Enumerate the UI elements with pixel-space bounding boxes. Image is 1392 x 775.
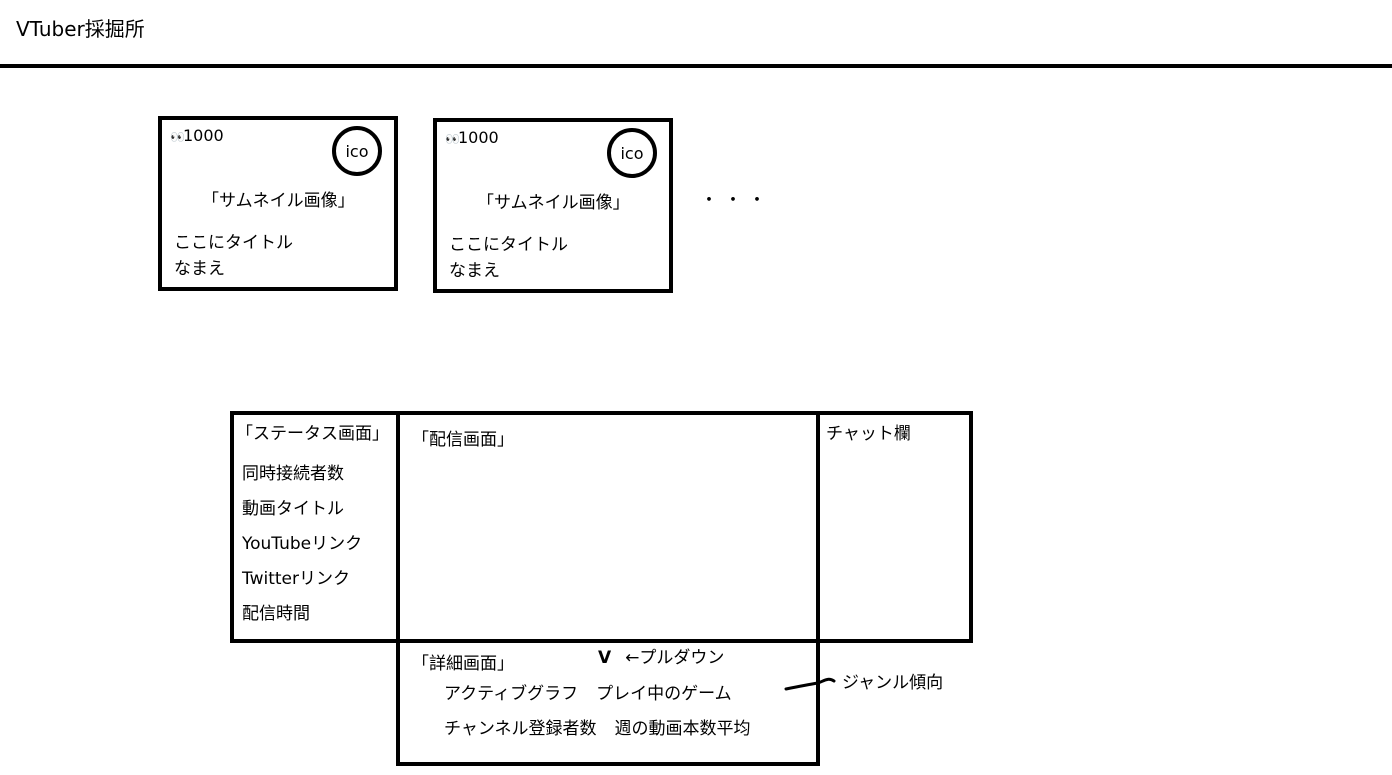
thumbnail-placeholder[interactable]: 「サムネイル画像」 [202, 191, 355, 211]
more-streams-indicator: ・・・ [700, 190, 772, 211]
thumbnail-placeholder[interactable]: 「サムネイル画像」 [477, 193, 630, 213]
detail-panel: 「詳細画面」 アクティブグラフプレイ中のゲーム チャンネル登録者数週の動画本数平… [396, 639, 820, 766]
app-title: VTuber採掘所 [16, 17, 145, 41]
status-item-youtube-link[interactable]: YouTubeリンク [242, 534, 363, 554]
status-item-stream-time: 配信時間 [242, 604, 310, 624]
viewer-count-value: 1000 [457, 128, 499, 147]
avatar-label: ico [345, 141, 369, 161]
annotation-connector [784, 677, 836, 691]
weekly-video-average-label[interactable]: 週の動画本数平均 [614, 719, 751, 739]
channel-avatar-icon[interactable]: ico [607, 128, 657, 178]
eyes-icon: 👀 [445, 132, 460, 146]
status-panel-heading: 「ステータス画面」 [236, 424, 389, 444]
detail-pulldown[interactable]: V ←プルダウン [598, 647, 724, 669]
viewer-count: 👀1000 [170, 126, 224, 147]
stream-title[interactable]: ここにタイトル [449, 235, 568, 255]
viewer-count-value: 1000 [182, 126, 224, 145]
channel-avatar-icon[interactable]: ico [332, 126, 382, 176]
chat-panel[interactable]: チャット欄 [816, 411, 973, 643]
avatar-label: ico [620, 143, 644, 163]
streamer-name[interactable]: なまえ [449, 261, 500, 281]
header-divider [0, 64, 1392, 68]
subscriber-count-label[interactable]: チャンネル登録者数 [444, 719, 597, 739]
eyes-icon: 👀 [170, 130, 185, 144]
pulldown-note: ←プルダウン [625, 648, 725, 668]
status-item-twitter-link[interactable]: Twitterリンク [242, 569, 350, 589]
status-item-video-title: 動画タイトル [242, 499, 344, 519]
stream-card[interactable]: 👀1000 ico 「サムネイル画像」 ここにタイトル なまえ [433, 118, 673, 293]
genre-trend-note: ジャンル傾向 [842, 673, 944, 693]
detail-row: アクティブグラフプレイ中のゲーム [444, 683, 732, 705]
stream-panel-heading: 「配信画面」 [412, 430, 514, 450]
status-item-concurrent-viewers: 同時接続者数 [242, 464, 344, 484]
stream-panel[interactable]: 「配信画面」 [396, 411, 820, 643]
detail-panel-heading: 「詳細画面」 [412, 654, 514, 674]
chevron-down-icon[interactable]: V [598, 648, 612, 668]
streamer-name[interactable]: なまえ [174, 259, 225, 279]
current-game-label[interactable]: プレイ中のゲーム [596, 684, 732, 704]
stream-card[interactable]: 👀1000 ico 「サムネイル画像」 ここにタイトル なまえ [158, 116, 398, 291]
chat-panel-heading: チャット欄 [826, 424, 911, 444]
active-graph-label[interactable]: アクティブグラフ [444, 684, 579, 704]
status-panel: 「ステータス画面」 同時接続者数 動画タイトル YouTubeリンク Twitt… [230, 411, 400, 643]
detail-row: チャンネル登録者数週の動画本数平均 [444, 718, 751, 740]
viewer-count: 👀1000 [445, 128, 499, 149]
stream-title[interactable]: ここにタイトル [174, 233, 293, 253]
